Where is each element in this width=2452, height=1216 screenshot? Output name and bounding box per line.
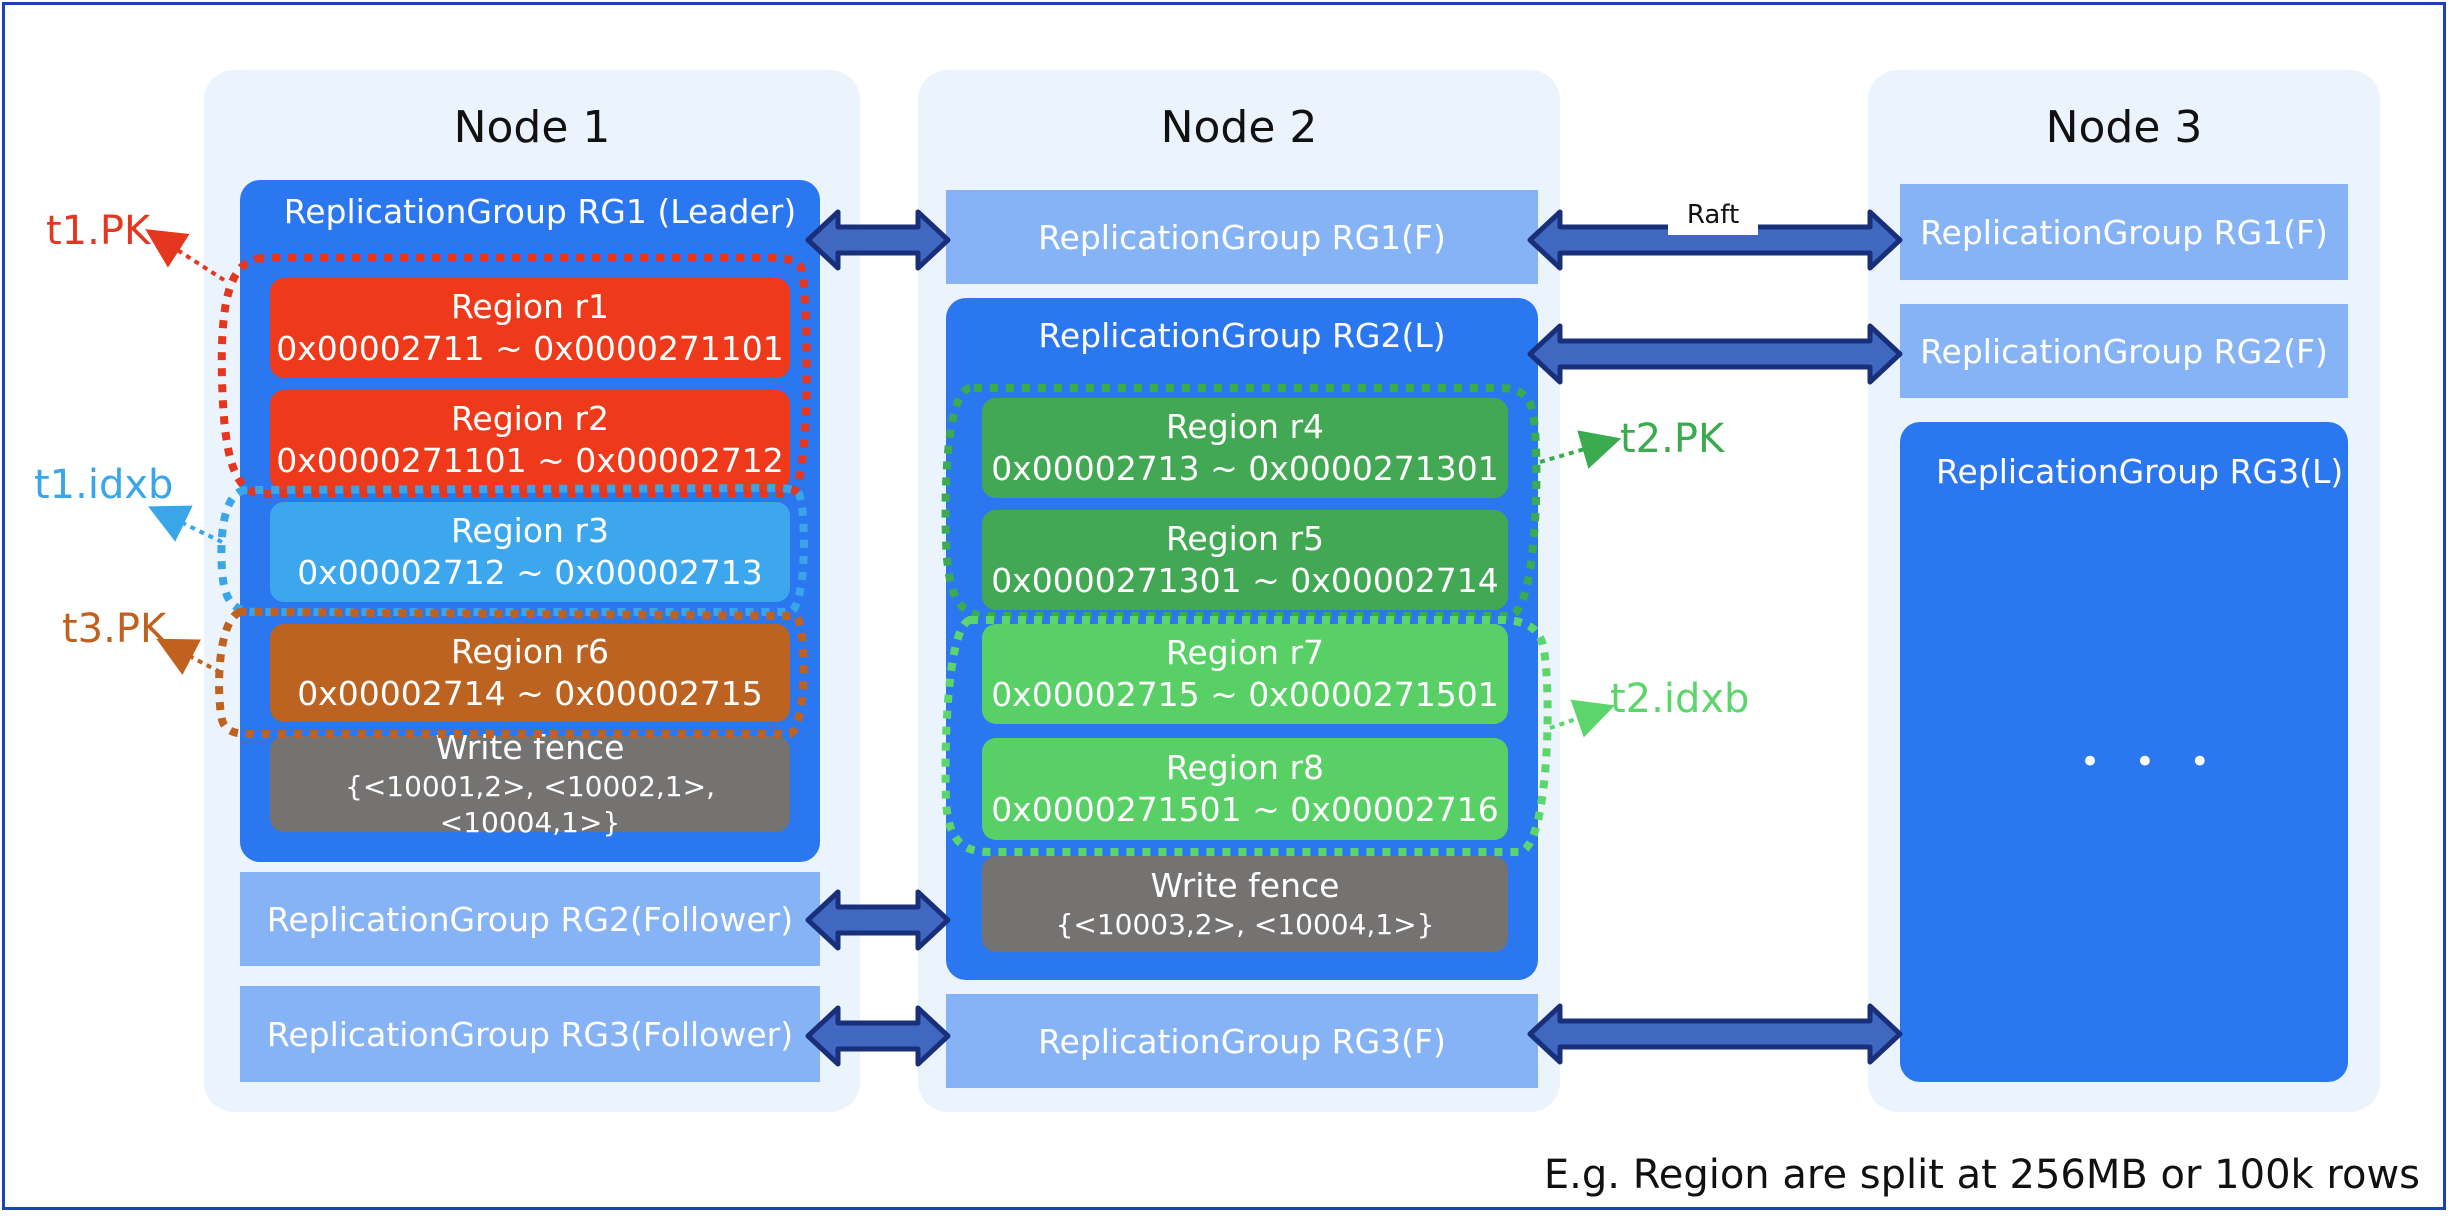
node-2-write-fence-values: {<10003,2>, <10004,1>} xyxy=(1055,908,1435,941)
region-r3-range: 0x00002712 ~ 0x00002713 xyxy=(297,553,763,592)
region-r7-name: Region r7 xyxy=(1165,633,1325,672)
node-3-rg2-follower: ReplicationGroup RG2(F) xyxy=(1900,304,2348,398)
double-arrow-n1-n2-rg1 xyxy=(805,209,951,271)
t2-idxb-dashed-group xyxy=(941,616,1552,856)
node-2-rg3-label: ReplicationGroup RG3(F) xyxy=(1038,1021,1446,1061)
node-1-rg2-label: ReplicationGroup RG2(Follower) xyxy=(266,899,794,939)
region-r8: Region r8 0x0000271501 ~ 0x00002716 xyxy=(982,738,1508,840)
region-r7-range: 0x00002715 ~ 0x0000271501 xyxy=(991,675,1499,714)
region-r1: Region r1 0x00002711 ~ 0x0000271101 xyxy=(270,278,790,378)
region-r8-range: 0x0000271501 ~ 0x00002716 xyxy=(991,790,1499,829)
region-r5-name: Region r5 xyxy=(1165,519,1325,558)
raft-label: Raft xyxy=(1668,195,1758,235)
t1-pk-dashed-group xyxy=(217,254,811,498)
region-r8-name: Region r8 xyxy=(1165,748,1325,787)
region-r6-range: 0x00002714 ~ 0x00002715 xyxy=(297,674,763,713)
double-arrow-n1-n2-rg3 xyxy=(805,1005,951,1067)
label-t1-pk: t1.PK xyxy=(46,208,151,254)
region-r3: Region r3 0x00002712 ~ 0x00002713 xyxy=(270,502,790,602)
node-1-rg2-follower: ReplicationGroup RG2(Follower) xyxy=(240,872,820,966)
node-1-write-fence-values: {<10001,2>, <10002,1>, <10004,1>} xyxy=(345,770,715,839)
region-r2-name: Region r2 xyxy=(450,399,610,438)
region-r5: Region r5 0x0000271301 ~ 0x00002714 xyxy=(982,510,1508,610)
node-1-write-fence-title: Write fence xyxy=(435,728,625,767)
t1-idxb-dashed-group xyxy=(217,483,808,616)
node-3-rg2-label: ReplicationGroup RG2(F) xyxy=(1920,331,2328,371)
region-r4-range: 0x00002713 ~ 0x0000271301 xyxy=(991,449,1499,488)
double-arrow-n2-n3-rg3 xyxy=(1527,1003,1903,1065)
region-r1-name: Region r1 xyxy=(450,287,610,326)
region-r4: Region r4 0x00002713 ~ 0x0000271301 xyxy=(982,398,1508,498)
region-r7: Region r7 0x00002715 ~ 0x0000271501 xyxy=(982,624,1508,724)
node-3-ellipsis: • • • xyxy=(2080,742,2222,782)
node-3-rg3-title: ReplicationGroup RG3(L) xyxy=(1936,452,2344,491)
region-r4-name: Region r4 xyxy=(1165,407,1325,446)
region-r1-range: 0x00002711 ~ 0x0000271101 xyxy=(276,329,784,368)
region-r2: Region r2 0x0000271101 ~ 0x00002712 xyxy=(270,390,790,490)
region-r6-name: Region r6 xyxy=(450,632,610,671)
t2-pk-leader-line xyxy=(1539,430,1622,469)
double-arrow-n1-n2-rg2 xyxy=(805,889,951,951)
double-arrow-n2-n3-rg1 xyxy=(1527,209,1903,271)
t2-idxb-leader-line xyxy=(1549,699,1615,738)
t1-idxb-leader-line xyxy=(147,505,223,544)
node-3-rg3-leader-container: ReplicationGroup RG3(L) • • • xyxy=(1900,422,2348,1082)
node-2-rg1-follower: ReplicationGroup RG1(F) xyxy=(946,190,1538,284)
t3-pk-leader-line xyxy=(156,638,221,675)
label-t2-idxb: t2.idxb xyxy=(1610,676,1750,722)
node-2-write-fence-title: Write fence xyxy=(1150,866,1340,905)
node-2-rg1-label: ReplicationGroup RG1(F) xyxy=(1038,217,1446,257)
t2-pk-dashed-group xyxy=(941,384,1541,620)
footnote: E.g. Region are split at 256MB or 100k r… xyxy=(1543,1152,2420,1198)
node-2-rg2-title: ReplicationGroup RG2(L) xyxy=(1038,316,1446,355)
region-r5-range: 0x0000271301 ~ 0x00002714 xyxy=(991,561,1499,600)
label-t1-idxb: t1.idxb xyxy=(34,462,174,508)
double-arrow-n2-n3-rg2 xyxy=(1527,323,1903,385)
t3-pk-dashed-group xyxy=(215,607,808,738)
node-1-write-fence: Write fence {<10001,2>, <10002,1>, <1000… xyxy=(270,728,790,839)
label-t3-pk: t3.PK xyxy=(62,606,167,652)
node-3-rg1-label: ReplicationGroup RG1(F) xyxy=(1920,212,2328,252)
region-r6: Region r6 0x00002714 ~ 0x00002715 xyxy=(270,624,790,722)
node-2-rg3-follower: ReplicationGroup RG3(F) xyxy=(946,994,1538,1088)
label-t2-pk: t2.PK xyxy=(1620,416,1725,462)
region-r2-range: 0x0000271101 ~ 0x00002712 xyxy=(276,441,784,480)
node-2-write-fence: Write fence {<10003,2>, <10004,1>} xyxy=(982,856,1508,952)
node-2-title: Node 2 xyxy=(1160,102,1318,153)
node-1-rg1-title: ReplicationGroup RG1 (Leader) xyxy=(283,192,797,231)
node-1-rg3-follower: ReplicationGroup RG3(Follower) xyxy=(240,986,820,1082)
node-3-rg1-follower: ReplicationGroup RG1(F) xyxy=(1900,184,2348,280)
node-1-rg3-label: ReplicationGroup RG3(Follower) xyxy=(266,1014,794,1054)
node-3-title: Node 3 xyxy=(2045,102,2203,153)
t1-pk-leader-line xyxy=(145,229,226,282)
node-1-title: Node 1 xyxy=(453,102,611,153)
region-r3-name: Region r3 xyxy=(450,511,610,550)
